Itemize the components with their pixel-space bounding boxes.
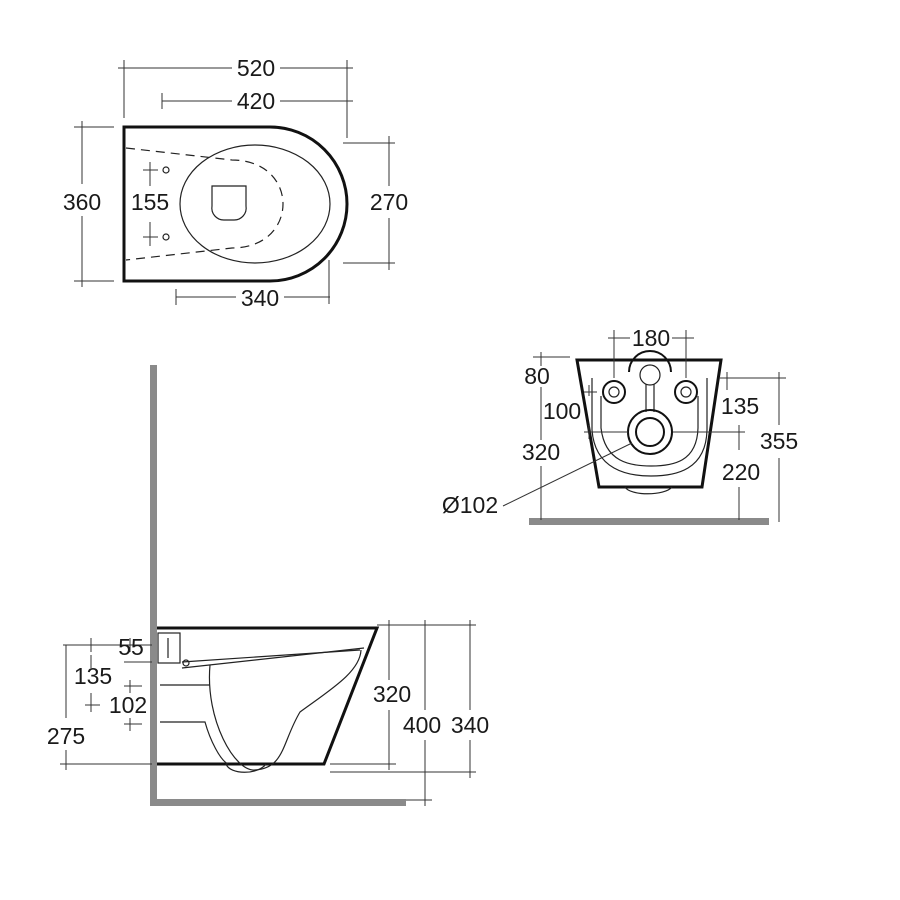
side-view-outline	[157, 626, 380, 766]
dim-rear-100: 100	[543, 398, 581, 424]
dim-rear-220: 220	[722, 459, 760, 485]
dim-side-55: 55	[118, 634, 144, 660]
inner-channel-2	[600, 396, 699, 467]
side-view: 55 135 102 275 320 400 340	[47, 365, 489, 806]
dim-rear-80: 80	[524, 363, 550, 389]
dim-outlet-diameter: Ø102	[442, 492, 498, 518]
top-view-outline	[122, 125, 349, 283]
bowl-rim	[179, 144, 331, 264]
dim-side-320: 320	[373, 681, 411, 707]
dim-rear-355: 355	[760, 428, 798, 454]
dim-side-340: 340	[451, 712, 489, 738]
rear-view-outline	[575, 358, 723, 489]
dim-side-102: 102	[109, 692, 147, 718]
hidden-cistern-line	[125, 147, 284, 261]
side-bowl-interior	[208, 649, 362, 771]
dim-width-520: 520	[237, 55, 275, 81]
rear-view: 180 80 100 320 355 135 220 Ø102	[442, 325, 798, 525]
rear-floor	[529, 518, 769, 525]
dim-rear-135: 135	[721, 393, 759, 419]
rear-fixing-right	[674, 380, 698, 404]
side-wall	[150, 365, 157, 806]
dim-fixing-155: 155	[131, 189, 169, 215]
top-view: 520 420 360 155 270 340	[63, 55, 408, 311]
dim-length-340: 340	[241, 285, 279, 311]
dim-side-135: 135	[74, 663, 112, 689]
outlet-shape	[211, 185, 247, 221]
side-floor	[150, 799, 406, 806]
side-connector	[157, 632, 181, 664]
inner-channel	[591, 378, 708, 477]
dim-rear-320: 320	[522, 439, 560, 465]
dim-width-420: 420	[237, 88, 275, 114]
dim-side-400: 400	[403, 712, 441, 738]
rear-outlet	[627, 409, 673, 455]
rear-inlet	[628, 350, 672, 373]
dim-depth-360: 360	[63, 189, 101, 215]
fixing-hole-upper	[162, 166, 170, 174]
rear-fixing-left	[602, 380, 626, 404]
dim-side-275: 275	[47, 723, 85, 749]
rear-foot	[624, 486, 673, 495]
dim-depth-270: 270	[370, 189, 408, 215]
fixing-hole-lower	[162, 233, 170, 241]
dim-rear-180: 180	[632, 325, 670, 351]
